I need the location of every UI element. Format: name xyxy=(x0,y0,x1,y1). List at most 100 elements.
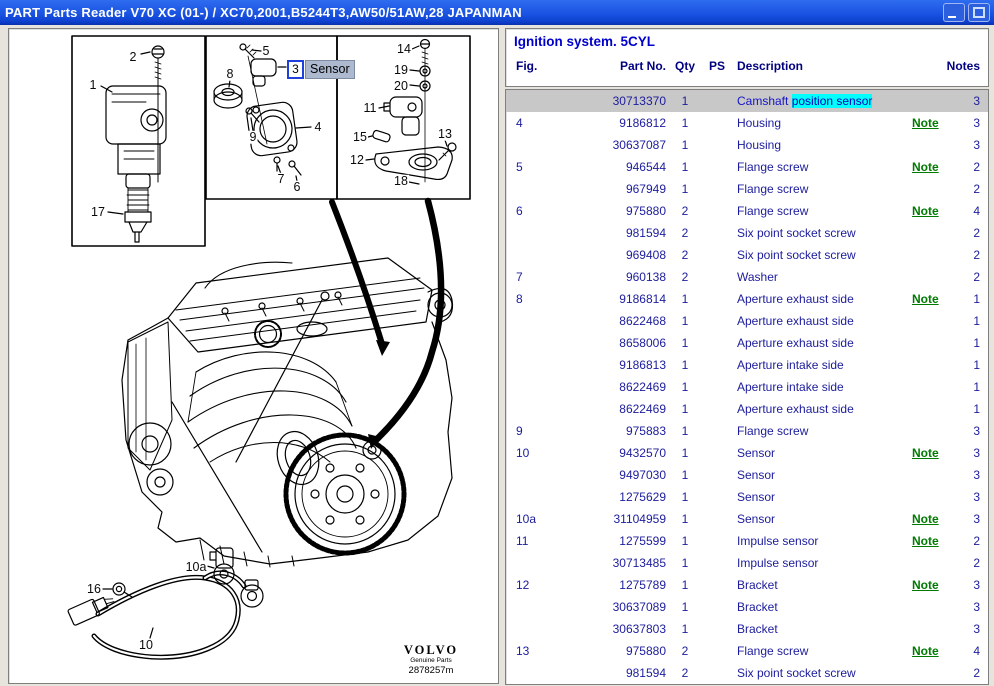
table-row[interactable]: 9497030 1 Sensor 3 xyxy=(506,464,988,486)
table-row[interactable]: 12 1275789 1 Bracket Note 3 xyxy=(506,574,988,596)
diagram-callout-20[interactable]: 20 xyxy=(393,80,409,93)
part-number-cell: 9497030 xyxy=(554,468,666,482)
diagram-callout-19[interactable]: 19 xyxy=(393,64,409,77)
note-cell: Note xyxy=(898,644,946,658)
description-cell: Flange screw xyxy=(730,160,898,174)
table-row[interactable]: 30713370 1 Camshaft position sensor 3 xyxy=(506,90,988,112)
description-cell: Aperture exhaust side xyxy=(730,336,898,350)
table-row[interactable]: 13 975880 2 Flange screw Note 4 xyxy=(506,640,988,662)
diagram-callout-14[interactable]: 14 xyxy=(396,43,412,56)
maximize-button[interactable] xyxy=(968,3,990,22)
diagram-callout-13[interactable]: 13 xyxy=(437,128,453,141)
note-link[interactable]: Note xyxy=(912,578,939,592)
qty-cell: 1 xyxy=(666,116,704,130)
table-row[interactable]: 6 975880 2 Flange screw Note 4 xyxy=(506,200,988,222)
description-cell: Housing xyxy=(730,138,898,152)
note-link[interactable]: Note xyxy=(912,160,939,174)
minimize-button[interactable] xyxy=(943,3,965,22)
note-cell: Note xyxy=(898,204,946,218)
fig-cell: 9 xyxy=(506,424,554,438)
part-number-cell: 30637803 xyxy=(554,622,666,636)
notes-cell: 3 xyxy=(946,512,988,526)
note-link[interactable]: Note xyxy=(912,204,939,218)
table-row[interactable]: 10 9432570 1 Sensor Note 3 xyxy=(506,442,988,464)
table-row[interactable]: 1275629 1 Sensor 3 xyxy=(506,486,988,508)
table-row[interactable]: 8622468 1 Aperture exhaust side 1 xyxy=(506,310,988,332)
notes-cell: 1 xyxy=(946,402,988,416)
part-number-cell: 1275629 xyxy=(554,490,666,504)
qty-cell: 2 xyxy=(666,248,704,262)
note-link[interactable]: Note xyxy=(912,292,939,306)
table-row[interactable]: 4 9186812 1 Housing Note 3 xyxy=(506,112,988,134)
fig-cell: 4 xyxy=(506,116,554,130)
part-number-cell: 981594 xyxy=(554,226,666,240)
diagram-callout-1[interactable]: 1 xyxy=(89,79,98,92)
table-row[interactable]: 969408 2 Six point socket screw 2 xyxy=(506,244,988,266)
table-row[interactable]: 10a 31104959 1 Sensor Note 3 xyxy=(506,508,988,530)
diagram-callout-2[interactable]: 2 xyxy=(129,51,138,64)
diagram-callout-10a[interactable]: 10a xyxy=(185,561,208,574)
diagram-callout-18[interactable]: 18 xyxy=(393,175,409,188)
part-number-cell: 8622468 xyxy=(554,314,666,328)
note-link[interactable]: Note xyxy=(912,512,939,526)
diagram-callout-12[interactable]: 12 xyxy=(349,154,365,167)
diagram-callout-15[interactable]: 15 xyxy=(352,131,368,144)
table-header-row: Fig. Part No. Qty PS Description Notes xyxy=(506,59,988,73)
description-cell: Bracket xyxy=(730,600,898,614)
diagram-callout-10[interactable]: 10 xyxy=(138,639,154,652)
diagram-callout-3-selected[interactable]: 3 xyxy=(287,60,304,79)
table-row[interactable]: 8622469 1 Aperture intake side 1 xyxy=(506,376,988,398)
fig-cell: 13 xyxy=(506,644,554,658)
note-link[interactable]: Note xyxy=(912,534,939,548)
table-row[interactable]: 8658006 1 Aperture exhaust side 1 xyxy=(506,332,988,354)
diagram-callout-9[interactable]: 9 xyxy=(249,131,258,144)
table-row[interactable]: 30713485 1 Impulse sensor 2 xyxy=(506,552,988,574)
notes-cell: 3 xyxy=(946,600,988,614)
part-number-cell: 30637087 xyxy=(554,138,666,152)
notes-cell: 2 xyxy=(946,556,988,570)
note-cell: Note xyxy=(898,512,946,526)
diagram-callout-5[interactable]: 5 xyxy=(262,45,271,58)
table-row[interactable]: 30637087 1 Housing 3 xyxy=(506,134,988,156)
table-row[interactable]: 967949 1 Flange screw 2 xyxy=(506,178,988,200)
diagram-callout-16[interactable]: 16 xyxy=(86,583,102,596)
table-row[interactable]: 9 975883 1 Flange screw 3 xyxy=(506,420,988,442)
part-number-cell: 9186814 xyxy=(554,292,666,306)
table-row[interactable]: 9186813 1 Aperture intake side 1 xyxy=(506,354,988,376)
qty-cell: 1 xyxy=(666,578,704,592)
diagram-callout-11[interactable]: 11 xyxy=(363,102,378,115)
fig-cell: 8 xyxy=(506,292,554,306)
table-row[interactable]: 11 1275599 1 Impulse sensor Note 2 xyxy=(506,530,988,552)
table-row[interactable]: 30637803 1 Bracket 3 xyxy=(506,618,988,640)
note-link[interactable]: Note xyxy=(912,644,939,658)
fig-cell: 6 xyxy=(506,204,554,218)
table-row[interactable]: 8 9186814 1 Aperture exhaust side Note 1 xyxy=(506,288,988,310)
parts-table-body: 30713370 1 Camshaft position sensor 3 4 … xyxy=(506,90,988,684)
column-header-ps: PS xyxy=(704,59,730,73)
qty-cell: 1 xyxy=(666,336,704,350)
qty-cell: 1 xyxy=(666,94,704,108)
table-row[interactable]: 981594 2 Six point socket screw 2 xyxy=(506,222,988,244)
notes-cell: 2 xyxy=(946,534,988,548)
part-number-cell: 31104959 xyxy=(554,512,666,526)
table-row[interactable]: 30637089 1 Bracket 3 xyxy=(506,596,988,618)
note-link[interactable]: Note xyxy=(912,116,939,130)
diagram-callout-8[interactable]: 8 xyxy=(226,68,235,81)
table-row[interactable]: 981594 2 Six point socket screw 2 xyxy=(506,662,988,684)
description-cell: Aperture intake side xyxy=(730,380,898,394)
table-row[interactable]: 5 946544 1 Flange screw Note 2 xyxy=(506,156,988,178)
diagram-callout-17[interactable]: 17 xyxy=(90,206,106,219)
note-link[interactable]: Note xyxy=(912,446,939,460)
part-number-cell: 1275599 xyxy=(554,534,666,548)
diagram-callout-6[interactable]: 6 xyxy=(293,181,302,194)
notes-cell: 1 xyxy=(946,292,988,306)
diagram-callout-7[interactable]: 7 xyxy=(277,173,286,186)
diagram-callout-4[interactable]: 4 xyxy=(314,121,323,134)
fig-cell: 12 xyxy=(506,578,554,592)
notes-cell: 2 xyxy=(946,248,988,262)
table-row[interactable]: 8622469 1 Aperture exhaust side 1 xyxy=(506,398,988,420)
table-row[interactable]: 7 960138 2 Washer 2 xyxy=(506,266,988,288)
notes-cell: 3 xyxy=(946,446,988,460)
description-cell: Aperture exhaust side xyxy=(730,292,898,306)
qty-cell: 2 xyxy=(666,666,704,680)
